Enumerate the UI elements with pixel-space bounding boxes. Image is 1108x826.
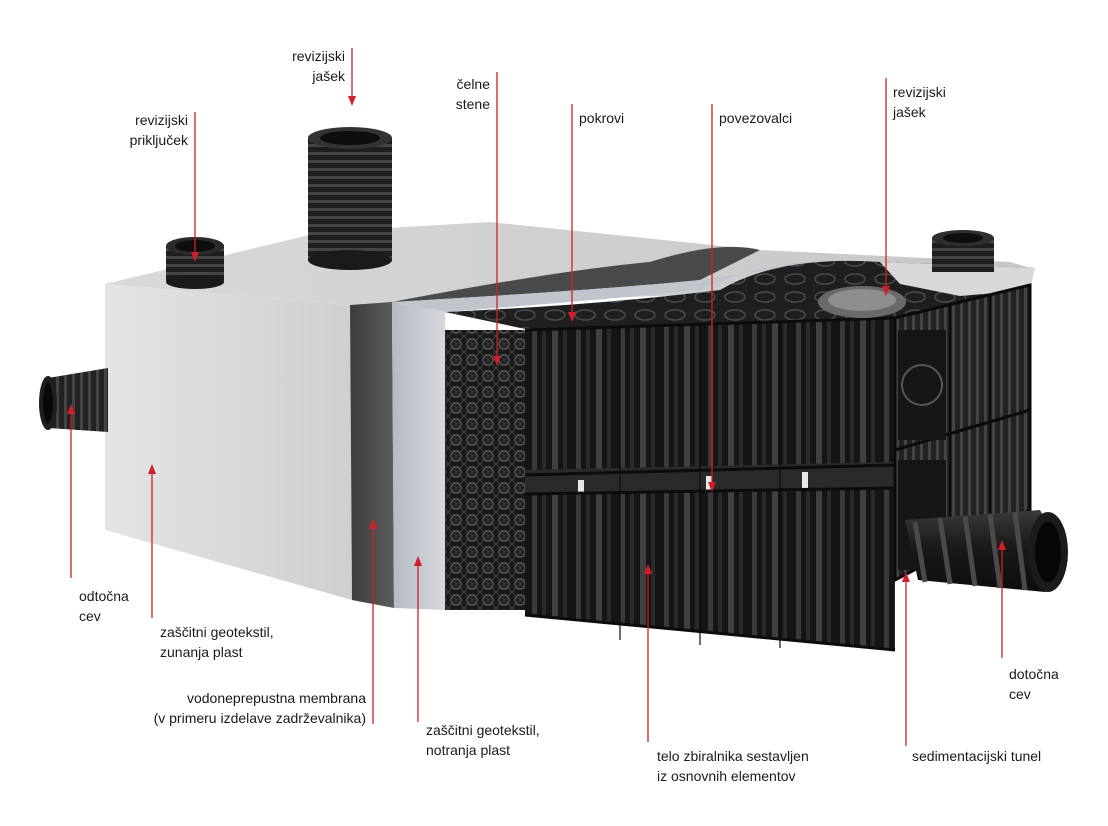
label-odtocna-cev: odtočna cev — [79, 588, 129, 624]
right-top-geotextile — [880, 262, 1035, 296]
connector-clip — [802, 472, 808, 488]
membrane-top — [350, 246, 760, 305]
lower-crate — [525, 488, 895, 650]
membrane-band — [350, 302, 394, 608]
outlet-pipe — [39, 368, 108, 432]
end-wall-mesh — [445, 330, 525, 610]
label-revizijski-prikljucek: revizijski priključek — [129, 112, 188, 148]
inspection-shaft-right-stub — [932, 230, 994, 272]
inner-geotextile-band — [392, 302, 447, 610]
label-sedimentacijski-tunel: sedimentacijski tunel — [912, 748, 1042, 764]
connector-clip — [578, 480, 584, 496]
inner-geotextile-top — [392, 262, 820, 312]
inspection-shaft-left — [308, 127, 392, 270]
upper-crate — [525, 318, 895, 475]
outer-geotextile-front — [105, 284, 352, 600]
label-pokrovi: pokrovi — [579, 110, 625, 126]
leader-lines — [67, 48, 1006, 746]
label-telo-zbiralnika: telo zbiralnika sestavljen iz osnovnih e… — [657, 748, 809, 784]
label-vodoneprepustna-membrana: vodoneprepustna membrana (v primeru izde… — [153, 690, 366, 726]
label-dotocna-cev: dotočna cev — [1009, 666, 1059, 702]
label-zascitni-geotekstil-notranja: zaščitni geotekstil, notranja plast — [426, 722, 540, 758]
label-zascitni-geotekstil-zunanja: zaščitni geotekstil, zunanja plast — [160, 624, 274, 660]
label-povezovalci: povezovalci — [719, 110, 793, 126]
inlet-pipe — [905, 510, 1068, 592]
label-celne-stene: čelne stene — [455, 76, 490, 112]
label-revizijski-jasek-right: revizijski jašek — [893, 84, 946, 120]
label-revizijski-jasek-left: revizijski jašek — [292, 48, 345, 84]
